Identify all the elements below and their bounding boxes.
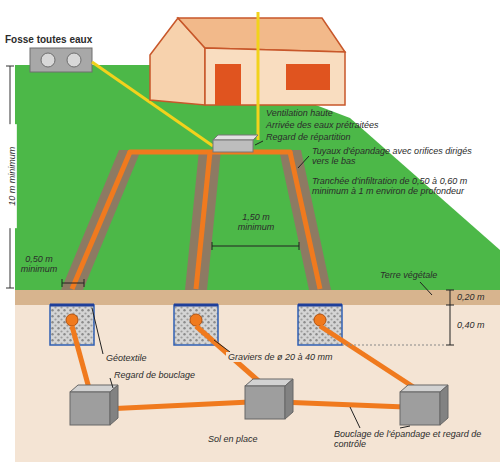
dimension-tick <box>212 242 213 250</box>
control-box <box>400 392 440 425</box>
part-name: Arrivée des eaux prétraitées <box>266 120 379 130</box>
leader-line <box>92 308 103 354</box>
house-wall <box>205 48 345 105</box>
buried-pipe <box>320 326 418 390</box>
pipe-section <box>66 314 78 326</box>
note-text: Tranchée d'infiltration de 0,50 à 0,60 m… <box>312 176 494 197</box>
buried-pipe <box>72 326 90 392</box>
dimension-tick <box>446 305 454 306</box>
tank-lid <box>41 53 55 67</box>
leader-line <box>350 407 360 428</box>
tank-lid <box>67 53 81 67</box>
dimension-label: 1,50 m minimum <box>226 212 286 233</box>
leader-line <box>420 282 432 295</box>
dimension-line <box>212 246 299 247</box>
leader-line <box>214 340 230 352</box>
house-window <box>286 64 330 90</box>
geotextile <box>174 304 218 307</box>
distribution-box <box>213 140 253 152</box>
part-name: Tuyaux d'épandage avec orifices dirigés … <box>312 146 482 167</box>
loop-pipe <box>105 402 250 409</box>
spreading-pipe <box>72 152 130 289</box>
loop-box-side <box>110 385 118 425</box>
trench <box>185 150 221 290</box>
dimension-label: 0,20 m <box>457 292 485 302</box>
spreading-pipe <box>290 152 320 289</box>
house-roof <box>178 18 345 52</box>
part-name: Ventilation haute <box>266 108 333 118</box>
dimension-label: 10 m minimum <box>7 124 17 228</box>
extension-line <box>342 345 446 346</box>
dimension-label: 0,50 m minimum <box>18 254 60 275</box>
dimension-tick <box>6 66 14 67</box>
leader-line <box>400 426 410 428</box>
spreading-pipe <box>196 152 210 289</box>
pipe-section <box>190 314 202 326</box>
loop-box-side <box>285 379 293 419</box>
part-name: Géotextile <box>104 353 149 363</box>
topsoil-band <box>15 290 500 305</box>
dimension-tick <box>446 345 454 346</box>
geotextile <box>50 304 94 307</box>
part-name: Bouclage de l'épandage et regard de cont… <box>332 429 496 450</box>
layer-name: Sol en place <box>206 434 260 444</box>
distribution-box-top <box>213 135 258 140</box>
dimension-tick <box>6 288 14 289</box>
house-door <box>215 64 241 105</box>
septic-tank <box>30 48 92 72</box>
layer-name: Terre végétale <box>380 270 437 280</box>
control-box-side <box>440 385 448 425</box>
part-name: Fosse toutes eaux <box>5 34 92 46</box>
dimension-line <box>450 290 451 345</box>
leader-line <box>298 156 309 168</box>
dimension-label: 0,40 m <box>457 320 485 330</box>
leader-line <box>255 141 263 145</box>
part-name: Regard de bouclage <box>112 370 197 380</box>
trench <box>61 150 141 290</box>
geotextile <box>298 304 342 307</box>
soil-face <box>15 290 500 462</box>
gravel-bed <box>50 305 94 345</box>
dimension-tick <box>299 242 300 250</box>
loop-box <box>245 386 285 419</box>
trench <box>279 150 331 290</box>
loop-pipe <box>280 402 405 407</box>
dimension-tick <box>62 279 63 287</box>
part-name: Graviers de ø 20 à 40 mm <box>226 352 335 362</box>
dimension-tick <box>446 290 454 291</box>
dimension-tick <box>84 279 85 287</box>
loop-box <box>70 392 110 425</box>
part-name: Regard de répartition <box>266 132 351 142</box>
ventilation-pipe <box>257 12 260 140</box>
pipe-section <box>314 314 326 326</box>
dimension-line <box>62 283 84 284</box>
